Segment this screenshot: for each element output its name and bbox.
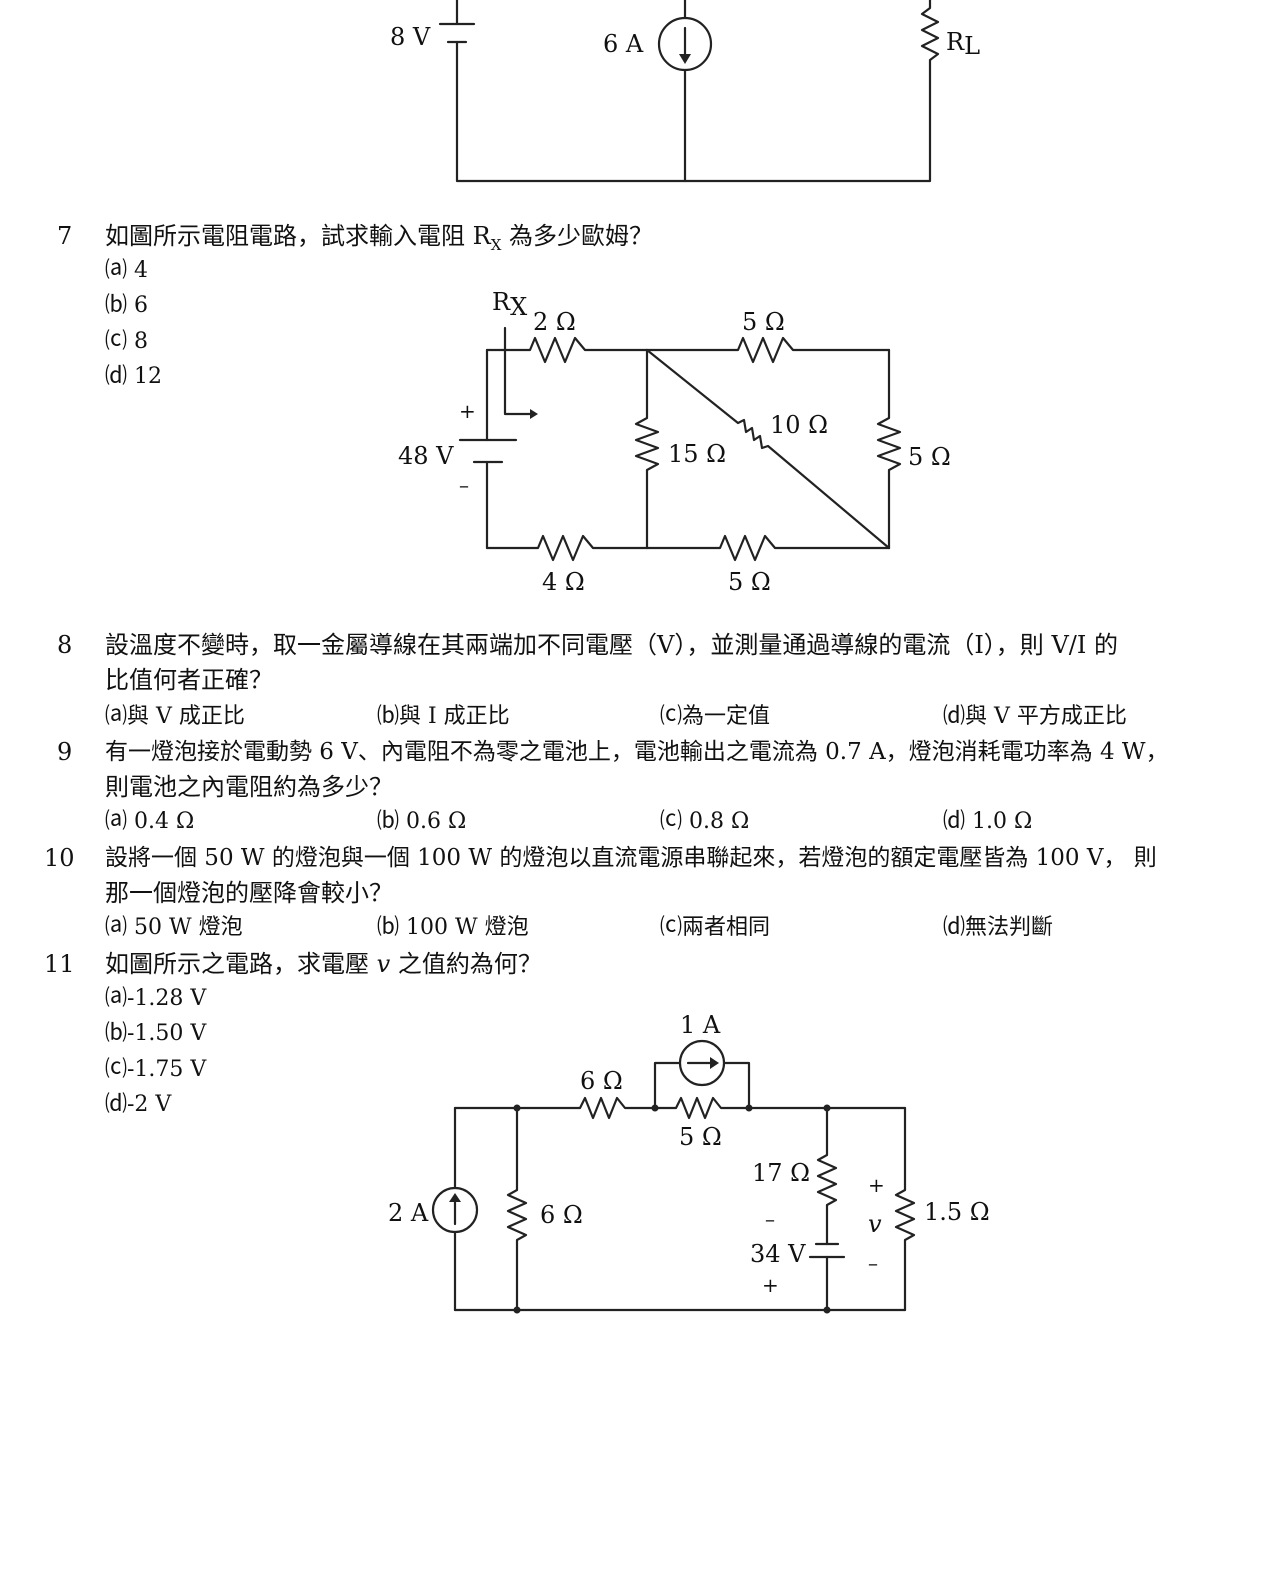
option-b: ⒝與 I 成正比 [377, 704, 510, 729]
option-b: ⒝-1.50 V [105, 1021, 207, 1046]
question-stem-line1: 設溫度不變時，取一金屬導線在其兩端加不同電壓（V），並測量通過導線的電流（I），… [105, 631, 1118, 659]
question-number: 9 [57, 738, 73, 766]
q7-circuit-figure: RX 2 Ω 5 Ω 10 Ω 15 Ω 5 Ω 4 Ω 5 Ω 48 V + … [398, 288, 951, 596]
label-6ohm-top: 6 Ω [580, 1067, 623, 1095]
label-4ohm: 4 Ω [542, 568, 585, 596]
label-17ohm: 17 Ω [752, 1159, 810, 1187]
option-d: ⒟ 1.0 Ω [943, 809, 1033, 834]
label-2a: 2 A [388, 1199, 429, 1227]
question-number: 10 [44, 844, 75, 872]
label-6a: 6 A [603, 30, 644, 58]
question-stem-line2: 則電池之內電阻約為多少？ [105, 773, 393, 801]
label-8v: 8 V [390, 23, 431, 51]
resistor-6ohm-top [453, 1096, 657, 1120]
label-2ohm: 2 Ω [533, 308, 576, 336]
label-5ohm-bottom: 5 Ω [728, 568, 771, 596]
resistor-1-5ohm [894, 1106, 916, 1312]
label-34v: 34 V [750, 1240, 806, 1268]
option-a: ⒜與 V 成正比 [105, 704, 245, 729]
resistor-5ohm-top [645, 336, 891, 364]
question-stem-line2: 比值何者正確？ [105, 666, 273, 694]
resistor-10ohm [645, 348, 891, 550]
label-48v: 48 V [398, 442, 454, 470]
label-minus: – [459, 473, 469, 497]
label-rl: RL [946, 28, 980, 60]
question-stem-line2: 那一個燈泡的壓降會較小？ [105, 879, 393, 907]
question-number: 8 [57, 631, 73, 659]
label-minus-34v: – [765, 1207, 775, 1231]
option-c: ⒞ 8 [105, 329, 148, 354]
question-stem-line1: 有一燈泡接於電動勢 6 V、內電阻不為零之電池上，電池輸出之電流為 0.7 A，… [105, 739, 1169, 765]
option-a: ⒜ 0.4 Ω [105, 809, 195, 834]
option-a: ⒜ 50 W 燈泡 [105, 915, 243, 940]
question-stem-line1: 設將一個 50 W 的燈泡與一個 100 W 的燈泡以直流電源串聯起來，若燈泡的… [105, 845, 1157, 871]
option-b: ⒝ 100 W 燈泡 [377, 915, 529, 940]
label-5ohm-right: 5 Ω [908, 443, 951, 471]
label-rx: RX [492, 288, 527, 321]
label-10ohm: 10 Ω [770, 411, 828, 439]
option-c: ⒞兩者相同 [660, 915, 771, 940]
option-d: ⒟無法判斷 [943, 915, 1054, 940]
resistor-15ohm [634, 348, 660, 550]
option-b: ⒝ 6 [105, 293, 148, 318]
option-a: ⒜ 4 [105, 258, 148, 283]
resistor-6ohm-left [506, 1106, 528, 1312]
resistor-5ohm [653, 1096, 907, 1120]
resistor-5ohm-right [876, 348, 902, 550]
label-plus: + [459, 399, 476, 423]
resistor-rl [920, 0, 940, 82]
question-number: 11 [44, 950, 75, 978]
resistor-4ohm [485, 534, 649, 562]
option-b: ⒝ 0.6 Ω [377, 809, 467, 834]
resistor-5ohm-bottom [645, 534, 891, 562]
resistor-2ohm [485, 336, 649, 364]
question-stem: 如圖所示之電路，求電壓 v 之值約為何？ [105, 950, 542, 978]
label-1a: 1 A [680, 1011, 721, 1039]
label-plus-34v: + [762, 1273, 779, 1297]
label-5ohm-top: 5 Ω [742, 308, 785, 336]
label-minus-v: – [868, 1251, 878, 1275]
label-5ohm: 5 Ω [679, 1123, 722, 1151]
label-v: v [868, 1210, 882, 1238]
option-a: ⒜-1.28 V [105, 986, 207, 1011]
resistor-17ohm [816, 1106, 838, 1246]
label-15ohm: 15 Ω [668, 440, 726, 468]
option-c: ⒞-1.75 V [105, 1057, 207, 1082]
option-c: ⒞為一定值 [660, 704, 771, 729]
option-d: ⒟與 V 平方成正比 [943, 704, 1127, 729]
top-circuit-figure: 8 V 6 A RL [390, 0, 980, 183]
option-d: ⒟-2 V [105, 1092, 172, 1117]
label-plus-v: + [868, 1173, 885, 1197]
question-number: 7 [57, 222, 73, 250]
option-d: ⒟ 12 [105, 364, 162, 389]
label-1-5ohm: 1.5 Ω [924, 1198, 990, 1226]
option-c: ⒞ 0.8 Ω [660, 809, 750, 834]
q11-circuit-figure: 1 A 6 Ω 5 Ω 17 Ω 2 A 6 Ω – 34 V + + v – … [388, 1011, 990, 1314]
label-6ohm-left: 6 Ω [540, 1201, 583, 1229]
question-stem: 如圖所示電阻電路，試求輸入電阻 RX 為多少歐姆？ [105, 222, 654, 254]
